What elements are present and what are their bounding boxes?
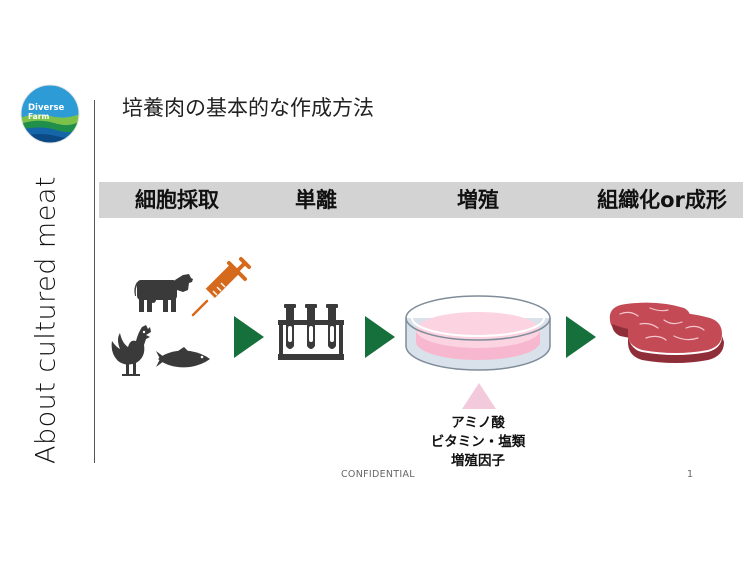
- footer-confidential: CONFIDENTIAL: [341, 469, 415, 480]
- step-header-band: [99, 182, 743, 218]
- sidebar-divider: [94, 100, 95, 463]
- syringe-icon: [191, 257, 251, 317]
- medium-components: アミノ酸 ビタミン・塩類 増殖因子: [431, 414, 526, 471]
- up-triangle-icon: [462, 383, 496, 409]
- right-arrow-icon: [566, 316, 596, 358]
- chicken-icon: [111, 325, 151, 376]
- sidebar-title-text: About cultured meat: [30, 176, 62, 464]
- fish-icon: [156, 347, 210, 368]
- logo-text-line1: Diverse: [28, 103, 65, 113]
- medium-vitamins-salts: ビタミン・塩類: [430, 434, 526, 450]
- petri-dish-icon: [405, 295, 551, 371]
- right-arrow-icon: [365, 316, 395, 358]
- page-number: 1: [687, 469, 694, 480]
- page-title: 培養肉の基本的な作成方法: [122, 96, 374, 120]
- test-tubes-icon: [278, 304, 344, 360]
- right-arrow-icon: [234, 316, 264, 358]
- meat-icon: [609, 302, 724, 363]
- step-isolation: 単離: [295, 188, 337, 212]
- medium-amino-acids: アミノ酸: [451, 415, 505, 431]
- diverse-farm-logo: Diverse Farm: [20, 84, 80, 144]
- logo-text-line2: Farm: [28, 112, 49, 121]
- step-proliferation: 増殖: [457, 188, 499, 212]
- step-tissue-forming: 組織化or成形: [597, 188, 727, 212]
- medium-growth-factors: 増殖因子: [451, 453, 505, 469]
- cow-icon: [134, 274, 193, 312]
- step-cell-collection: 細胞採取: [135, 188, 219, 212]
